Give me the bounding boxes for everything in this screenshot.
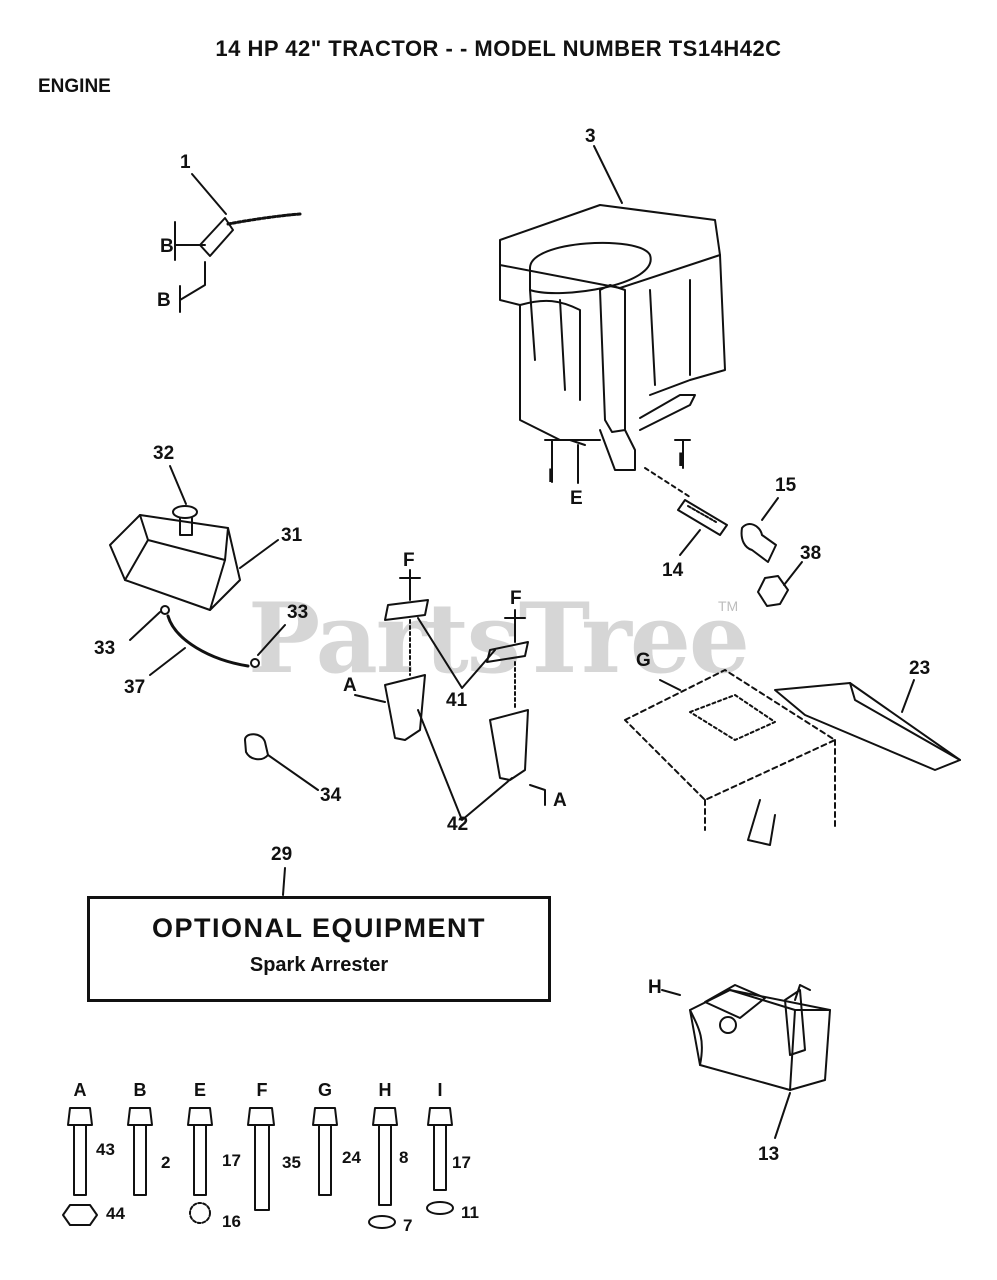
optional-equipment-box: OPTIONAL EQUIPMENT Spark Arrester (87, 896, 551, 1002)
grommet-part (244, 733, 319, 791)
hardware-letter-i: I (437, 1080, 443, 1100)
hardware-bolts (62, 1107, 454, 1229)
callout-23: 23 (909, 658, 931, 679)
hardware-number-16: 16 (222, 1212, 241, 1231)
letter-f-left: F (403, 550, 415, 571)
hardware-number-43: 43 (96, 1140, 115, 1159)
hardware-number-24: 24 (342, 1148, 361, 1167)
callout-31: 31 (281, 525, 303, 546)
callout-1: 1 (180, 152, 191, 173)
hardware-number-11: 11 (461, 1203, 479, 1222)
callout-15: 15 (775, 475, 797, 496)
hardware-letter-h: H (378, 1080, 392, 1100)
letter-i-left: I (548, 466, 554, 487)
engine-plate-part (624, 669, 961, 846)
hardware-number-17-i: 17 (452, 1153, 471, 1172)
hardware-number-35: 35 (282, 1153, 301, 1172)
letter-b-upper: B (160, 236, 174, 257)
hardware-number-17-e: 17 (222, 1151, 241, 1170)
hardware-letter-f: F (256, 1080, 268, 1100)
callout-38: 38 (800, 543, 822, 564)
hardware-number-8: 8 (399, 1148, 409, 1167)
letter-a-right: A (553, 790, 567, 811)
fuel-tank-part (109, 465, 279, 611)
callout-33-left: 33 (94, 638, 116, 659)
hardware-number-7: 7 (403, 1216, 413, 1235)
optional-equipment-heading: OPTIONAL EQUIPMENT (151, 913, 487, 943)
engine-part (499, 145, 726, 498)
callout-13: 13 (758, 1144, 780, 1165)
callout-29-leader (282, 867, 286, 896)
callout-42: 42 (447, 814, 469, 835)
muffler-part (661, 984, 831, 1139)
hardware-letter-b: B (133, 1080, 147, 1100)
callout-3: 3 (585, 126, 596, 147)
callout-34: 34 (320, 785, 342, 806)
callout-33-right: 33 (287, 602, 309, 623)
callout-41: 41 (446, 690, 468, 711)
hardware-number-2: 2 (161, 1153, 171, 1172)
hardware-number-44: 44 (106, 1204, 125, 1223)
letter-b-lower: B (157, 290, 171, 311)
letter-g: G (636, 650, 651, 671)
throttle-cable-part (174, 173, 302, 313)
letter-h: H (648, 977, 662, 998)
fuel-line-part (129, 605, 286, 676)
optional-equipment-item: Spark Arrester (249, 954, 389, 976)
letter-f-right: F (510, 588, 522, 609)
section-label: ENGINE (38, 76, 111, 97)
callout-14: 14 (662, 560, 684, 581)
watermark-tm: TM (718, 598, 739, 614)
hardware-letter-e: E (193, 1080, 206, 1100)
hardware-letter-a: A (73, 1080, 87, 1100)
letter-i-right: I (678, 450, 684, 471)
mounting-brackets-part (354, 569, 546, 821)
callout-37: 37 (124, 677, 146, 698)
hardware-letter-g: G (317, 1080, 332, 1100)
watermark: PartsTree (248, 582, 750, 695)
callout-32: 32 (153, 443, 175, 464)
letter-e: E (570, 488, 583, 509)
diagram-title: 14 HP 42" TRACTOR - - MODEL NUMBER TS14H… (215, 36, 782, 61)
callout-29: 29 (271, 844, 293, 865)
letter-a-left: A (343, 675, 357, 696)
oil-drain-fittings (677, 497, 803, 607)
